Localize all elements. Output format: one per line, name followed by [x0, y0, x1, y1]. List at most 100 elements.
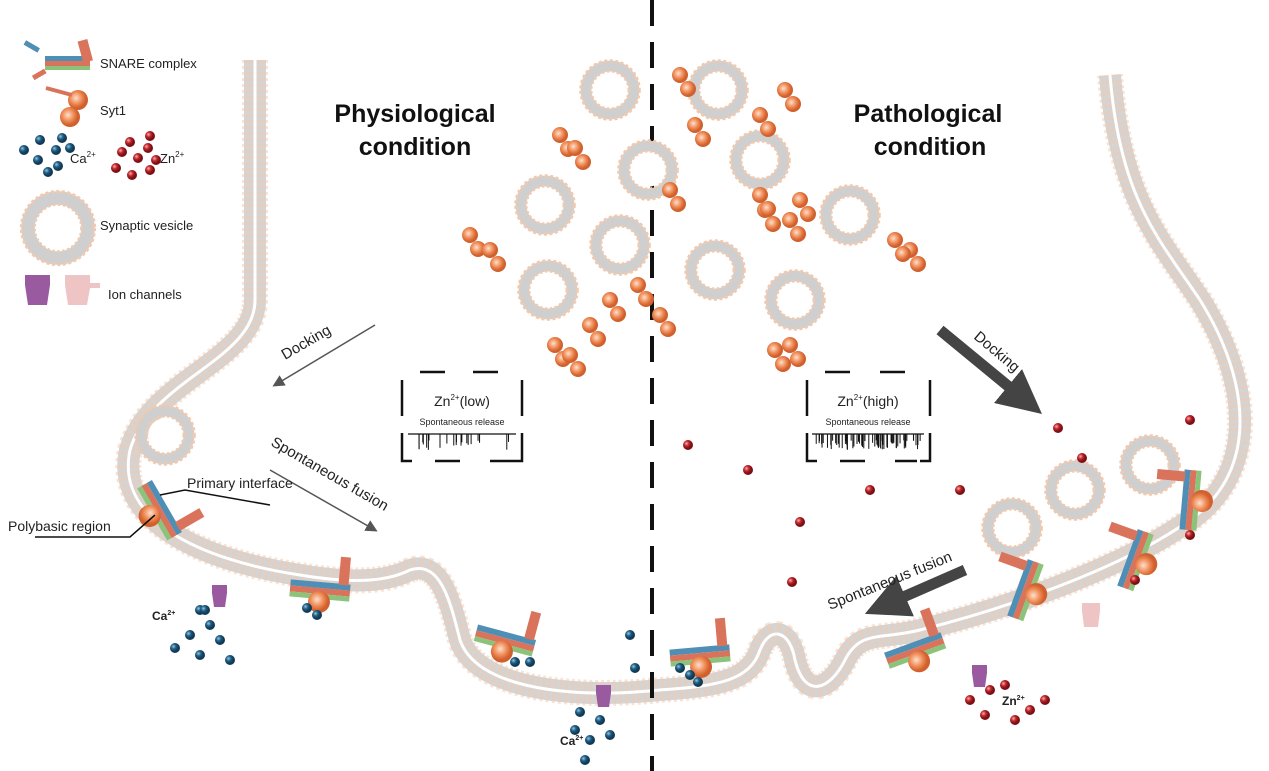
- vesicle: [819, 184, 881, 246]
- calcium-ion: [575, 707, 585, 717]
- vesicle: [687, 59, 749, 121]
- left-ion-channel: [212, 585, 227, 607]
- vesicle: [134, 404, 196, 466]
- legend-channels-label: Ion channels: [108, 287, 182, 302]
- zinc-ion: [117, 147, 127, 157]
- legend-vesicle-label: Synaptic vesicle: [100, 218, 193, 233]
- syt1: [752, 107, 776, 137]
- syt1: [672, 67, 696, 97]
- right-docking-arrow: [936, 325, 1042, 414]
- vesicle: [589, 214, 651, 276]
- ion-channel-icon: [25, 275, 100, 305]
- calcium-ion: [215, 635, 225, 645]
- zinc-ion: [1000, 680, 1010, 690]
- left-release-box: Zn2+(low) Spontaneous release: [400, 370, 524, 463]
- syt1: [562, 347, 586, 377]
- syt1: [462, 227, 486, 257]
- vesicle: [981, 497, 1043, 559]
- calcium-ion: [195, 650, 205, 660]
- zinc-ion: [955, 485, 965, 495]
- legend-ca-label: Ca2+: [70, 150, 96, 166]
- vesicle: [1044, 459, 1106, 521]
- syt1: [767, 342, 791, 372]
- left-box-subtitle: Spontaneous release: [419, 417, 504, 427]
- zinc-ion: [980, 710, 990, 720]
- zinc-ion: [143, 143, 153, 153]
- calcium-ion: [170, 643, 180, 653]
- zinc-ion: [127, 170, 137, 180]
- left-ca-label: Ca2+: [152, 609, 175, 623]
- zinc-ion: [1040, 695, 1050, 705]
- right-title-line2: condition: [874, 133, 986, 161]
- calcium-ion: [675, 663, 685, 673]
- right-release-box: Zn2+(high) Spontaneous release: [805, 370, 932, 463]
- left-docking-label: Docking: [279, 322, 334, 364]
- snare-complex: [289, 556, 351, 613]
- zinc-ion: [145, 131, 155, 141]
- syt1: [482, 242, 506, 272]
- syt1-icon: [45, 86, 88, 127]
- syt1: [887, 232, 911, 262]
- presynaptic-membrane: [115, 60, 1253, 706]
- vesicle: [517, 259, 579, 321]
- right-fusion-arrow: [864, 564, 968, 617]
- calcium-ion: [595, 715, 605, 725]
- calcium-ion: [225, 655, 235, 665]
- calcium-ion: [630, 663, 640, 673]
- left-box-title: Zn2+(low): [434, 393, 490, 409]
- zinc-ion: [743, 465, 753, 475]
- snare-complex: [884, 607, 947, 673]
- right-docking-label: Docking: [970, 328, 1022, 376]
- calcium-ion: [205, 620, 215, 630]
- right-box-title: Zn2+(high): [837, 393, 898, 409]
- right-box-subtitle: Spontaneous release: [825, 417, 910, 427]
- syt1: [792, 192, 816, 222]
- syt1: [582, 317, 606, 347]
- syt1: [782, 337, 806, 367]
- primary-interface-label: Primary interface: [187, 475, 293, 491]
- syt1: [687, 117, 711, 147]
- calcium-ion: [200, 605, 210, 615]
- calcium-ion: [312, 610, 322, 620]
- calcium-ion: [580, 755, 590, 765]
- zinc-ion: [1185, 415, 1195, 425]
- calcium-ion: [51, 145, 61, 155]
- vesicle: [764, 269, 826, 331]
- calcium-ion: [525, 657, 535, 667]
- calcium-ion: [65, 143, 75, 153]
- synaptic-vesicle-icon: [19, 189, 97, 267]
- snare-complex: [473, 610, 542, 663]
- synaptic-vesicles: [134, 59, 1181, 559]
- snare-syt1-complexes: [137, 67, 1213, 678]
- legend-snare-label: SNARE complex: [100, 56, 197, 71]
- zinc-ion: [865, 485, 875, 495]
- syt1: [777, 82, 801, 112]
- snare-complex: [1156, 469, 1213, 531]
- zinc-ion: [683, 440, 693, 450]
- zinc-ion: [965, 695, 975, 705]
- zinc-ion: [133, 153, 143, 163]
- left-docking-arrow: [272, 324, 376, 387]
- snare-complex-icon: [23, 39, 93, 81]
- snare-complex: [998, 551, 1048, 622]
- zinc-ion: [111, 163, 121, 173]
- zinc-ion: [985, 685, 995, 695]
- legend-syt1-label: Syt1: [100, 103, 126, 118]
- calcium-ion: [19, 145, 29, 155]
- vesicle: [729, 129, 791, 191]
- zinc-ion: [145, 165, 155, 175]
- syt1: [652, 307, 676, 337]
- right-title-line1: Pathological: [854, 100, 1003, 128]
- calcium-ion-icon: [19, 133, 75, 177]
- zinc-ion: [151, 155, 161, 165]
- syt1: [662, 182, 686, 212]
- calcium-ion: [570, 725, 580, 735]
- calcium-ion: [625, 630, 635, 640]
- calcium-ion: [510, 657, 520, 667]
- snare-complex: [669, 617, 731, 678]
- left-title-line2: condition: [359, 133, 471, 161]
- zinc-ion: [1010, 715, 1020, 725]
- snare-complex: [137, 480, 205, 541]
- vesicle: [684, 239, 746, 301]
